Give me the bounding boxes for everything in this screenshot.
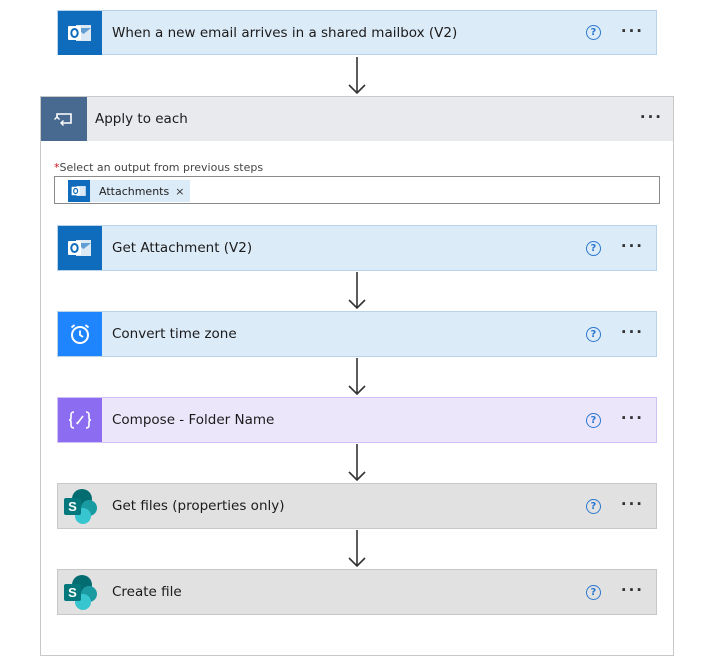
action-title: Create file <box>112 584 182 600</box>
sharepoint-icon: S <box>58 570 102 614</box>
output-select-field[interactable]: Attachments × <box>54 176 660 204</box>
remove-token-button[interactable]: × <box>175 184 185 198</box>
action-title: Compose - Folder Name <box>112 412 275 428</box>
compose-braces-icon <box>58 398 102 442</box>
more-options-button[interactable]: ··· <box>620 21 644 40</box>
help-icon[interactable]: ? <box>585 412 601 428</box>
down-arrow-icon <box>348 444 366 482</box>
outlook-icon <box>58 10 102 55</box>
outlook-icon <box>68 180 90 202</box>
action-title: Get files (properties only) <box>112 498 285 514</box>
more-options-button[interactable]: ··· <box>620 581 644 599</box>
apply-to-each-header[interactable]: Apply to each ··· <box>41 97 673 141</box>
down-arrow-icon <box>348 358 366 396</box>
action-card-convert-time-zone[interactable]: Convert time zone ? ··· <box>57 311 657 357</box>
down-arrow-icon <box>348 57 366 95</box>
trigger-card[interactable]: When a new email arrives in a shared mai… <box>57 10 657 55</box>
field-label: *Select an output from previous steps <box>54 161 264 174</box>
more-options-button[interactable]: ··· <box>620 323 644 341</box>
svg-text:S: S <box>68 499 77 514</box>
token-label: Attachments <box>99 184 170 198</box>
apply-to-each-title: Apply to each <box>95 111 188 127</box>
help-icon[interactable]: ? <box>585 25 601 40</box>
trigger-title: When a new email arrives in a shared mai… <box>112 24 458 41</box>
help-icon[interactable]: ? <box>585 584 601 600</box>
outlook-icon <box>58 226 102 270</box>
action-card-get-attachment[interactable]: Get Attachment (V2) ? ··· <box>57 225 657 271</box>
more-options-button[interactable]: ··· <box>620 495 644 513</box>
alarm-clock-icon <box>58 312 102 356</box>
help-icon[interactable]: ? <box>585 240 601 256</box>
action-title: Convert time zone <box>112 326 237 342</box>
required-mark: * <box>54 161 60 174</box>
loop-icon <box>41 97 87 141</box>
action-card-get-files[interactable]: S Get files (properties only) ? ··· <box>57 483 657 529</box>
attachments-token[interactable]: Attachments × <box>68 180 191 202</box>
down-arrow-icon <box>348 272 366 310</box>
down-arrow-icon <box>348 530 366 568</box>
apply-to-each-container: Apply to each ··· *Select an output from… <box>40 96 674 656</box>
sharepoint-icon: S <box>58 484 102 528</box>
action-title: Get Attachment (V2) <box>112 240 253 256</box>
more-options-button[interactable]: ··· <box>620 409 644 427</box>
more-options-button[interactable]: ··· <box>639 108 663 126</box>
action-card-compose-folder-name[interactable]: Compose - Folder Name ? ··· <box>57 397 657 443</box>
help-icon[interactable]: ? <box>585 498 601 514</box>
action-card-create-file[interactable]: S Create file ? ··· <box>57 569 657 615</box>
svg-text:S: S <box>68 585 77 600</box>
more-options-button[interactable]: ··· <box>620 237 644 255</box>
help-icon[interactable]: ? <box>585 326 601 342</box>
